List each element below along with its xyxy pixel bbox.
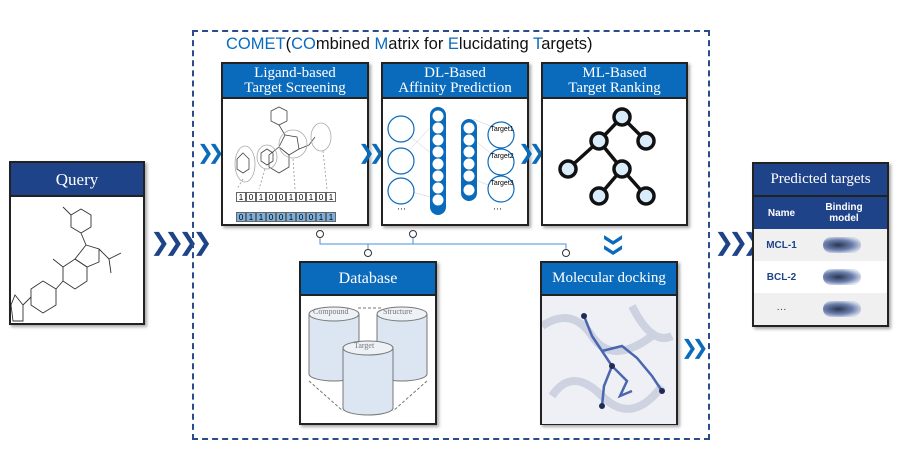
connector-lines bbox=[316, 230, 570, 257]
bit: 0 bbox=[316, 192, 326, 202]
bit: 1 bbox=[286, 192, 296, 202]
cap: CO bbox=[291, 35, 316, 53]
chevron-right-icon: ❯❯❯❯ bbox=[150, 228, 212, 256]
comet-title: COMET(COmbined Matrix for Elucidating Ta… bbox=[226, 35, 593, 54]
rest: mbined bbox=[315, 35, 375, 53]
predicted-targets-panel: Predicted targets Name Binding model MCL… bbox=[752, 162, 889, 327]
chevron-down-icon: ❯❯ bbox=[603, 232, 625, 253]
bit: 0 bbox=[246, 192, 256, 202]
bit: 1 bbox=[256, 212, 266, 222]
table-row: BCL-2 bbox=[754, 261, 887, 293]
decision-tree-icon bbox=[558, 107, 656, 206]
bit: 0 bbox=[266, 212, 276, 222]
database-panel: Database Compound Structure Target bbox=[299, 261, 437, 425]
comet-frame bbox=[192, 30, 710, 440]
bit: 0 bbox=[266, 192, 276, 202]
column-binding-model: Binding model bbox=[825, 202, 863, 224]
header-line: Target Screening bbox=[244, 79, 346, 96]
header-line: Ligand-based bbox=[254, 64, 336, 81]
bit: 1 bbox=[286, 212, 296, 222]
neural-network-icon bbox=[387, 107, 515, 215]
header-line: ML-Based bbox=[582, 64, 647, 81]
target-name: BCL-2 bbox=[766, 271, 797, 283]
query-title: Query bbox=[11, 163, 143, 197]
bit: 1 bbox=[326, 212, 336, 222]
target-label: Target2 bbox=[490, 153, 514, 160]
comet-acronym: COMET bbox=[226, 35, 286, 53]
table-row: MCL-1 bbox=[754, 229, 887, 261]
bit: 0 bbox=[276, 192, 286, 202]
target-name: MCL-1 bbox=[766, 239, 797, 251]
chevron-right-icon: ❯❯ bbox=[681, 335, 708, 359]
cap: E bbox=[447, 35, 459, 53]
bit: 0 bbox=[306, 212, 316, 222]
bit: 0 bbox=[296, 192, 306, 202]
chevron-right-icon: ❯❯ bbox=[358, 140, 385, 164]
database-cylinders-icon bbox=[308, 306, 428, 416]
header-line: Affinity Prediction bbox=[398, 79, 512, 96]
chevron-right-icon: ❯❯ bbox=[518, 140, 545, 164]
target-label: Target3 bbox=[490, 180, 514, 187]
docking-panel: Molecular docking bbox=[540, 261, 678, 425]
docking-pose-icon bbox=[542, 296, 676, 424]
bit: 1 bbox=[306, 192, 316, 202]
chevron-right-icon: ❯❯ bbox=[197, 140, 224, 164]
cap: M bbox=[374, 35, 389, 53]
query-molecule-icon bbox=[10, 206, 122, 322]
table-header: Name Binding model bbox=[754, 197, 887, 229]
bit: 1 bbox=[256, 192, 266, 202]
db-label-target: Target bbox=[354, 341, 375, 350]
target-labels: Target1 Target2 Target3 bbox=[488, 126, 516, 187]
bit: 1 bbox=[246, 212, 256, 222]
ellipsis: ··· bbox=[493, 204, 502, 214]
binding-model-image bbox=[823, 269, 861, 285]
target-name: ··· bbox=[776, 303, 787, 315]
bit: 0 bbox=[296, 212, 306, 222]
db-label-structure: Structure bbox=[383, 307, 413, 316]
database-title: Database bbox=[301, 263, 435, 296]
paren-close: ) bbox=[587, 35, 593, 53]
predicted-title: Predicted targets bbox=[754, 164, 887, 197]
bit: 1 bbox=[316, 212, 326, 222]
table-row: ··· bbox=[754, 293, 887, 325]
query-panel: Query bbox=[9, 161, 145, 325]
rest: atrix for bbox=[388, 35, 448, 53]
bit: 1 bbox=[236, 192, 246, 202]
cap: T bbox=[532, 35, 542, 53]
binding-model-image bbox=[823, 237, 861, 253]
rest: lucidating bbox=[458, 35, 533, 53]
column-name: Name bbox=[767, 207, 796, 219]
ellipsis: ··· bbox=[397, 204, 406, 214]
bit: 1 bbox=[326, 192, 336, 202]
header-line: Target Ranking bbox=[568, 79, 661, 96]
binding-model-image bbox=[823, 301, 861, 317]
bit: 0 bbox=[236, 212, 246, 222]
fingerprint-molecule-icon bbox=[234, 106, 332, 189]
docking-title: Molecular docking bbox=[542, 263, 676, 296]
bit: 0 bbox=[276, 212, 286, 222]
paren-open: ( bbox=[285, 35, 292, 53]
target-label: Target1 bbox=[490, 126, 514, 133]
header-line: DL-Based bbox=[424, 64, 486, 81]
rest: argets bbox=[541, 35, 588, 53]
db-label-compound: Compound bbox=[313, 307, 349, 316]
chevron-right-icon: ❯❯❯ bbox=[714, 228, 762, 256]
